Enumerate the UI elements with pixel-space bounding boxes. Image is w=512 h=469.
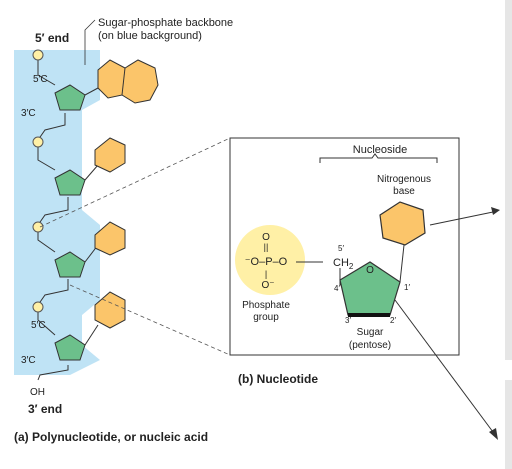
c5-lower-label: 5′C xyxy=(31,320,46,331)
backbone-chain xyxy=(37,60,69,381)
c5-upper-label: 5′C xyxy=(33,74,48,85)
phosphate-circles xyxy=(32,49,44,313)
nitrogenous-label-line2: base xyxy=(393,186,415,197)
oh-label: OH xyxy=(30,387,45,398)
ch2-text: CH xyxy=(333,257,349,269)
c3-lower-label: 3′C xyxy=(21,355,36,366)
zoom-lines xyxy=(39,137,231,356)
base-to-sugar-bond xyxy=(399,244,405,283)
c3-upper-label: 3′C xyxy=(21,108,36,119)
arrowhead-sugar xyxy=(489,428,498,440)
caption-a: (a) Polynucleotide, or nucleic acid xyxy=(14,430,208,444)
right-edge-bar-top xyxy=(505,0,512,360)
sugar-pentagon xyxy=(54,334,86,361)
backbone-leader xyxy=(84,19,96,65)
phosphate-double-bond: || xyxy=(264,242,269,252)
phosphate-circle xyxy=(32,49,44,61)
arrow-sugar xyxy=(394,299,494,433)
c4-prime-label: 4′ xyxy=(334,284,340,293)
c2-prime-label: 2′ xyxy=(390,316,396,325)
phosphate-label-line2: group xyxy=(253,312,279,323)
sugar-pentagon xyxy=(54,84,86,111)
sugar-pentagon xyxy=(54,169,86,196)
c5-prime-label: 5′ xyxy=(338,244,344,253)
sugar-label-line2: (pentose) xyxy=(349,340,391,351)
phosphate-circle xyxy=(32,301,44,313)
phosphate-bottom-bar: | xyxy=(265,269,267,279)
backbone-label-line1: Sugar-phosphate backbone xyxy=(98,17,233,29)
nitrogenous-label-line1: Nitrogenous xyxy=(377,174,431,185)
sugar-label-line1: Sugar xyxy=(357,327,384,338)
nucleoside-brace xyxy=(319,153,438,163)
base-hexagon xyxy=(94,221,126,256)
ch2-label: CH2 xyxy=(333,257,354,271)
sugars xyxy=(54,84,86,361)
right-edge-bar-bottom xyxy=(505,380,512,469)
phosphate-label-line1: Phosphate xyxy=(242,300,290,311)
base-hexagon xyxy=(94,291,126,329)
arrowhead-base xyxy=(491,207,500,215)
phosphate-top-o: O xyxy=(262,232,270,243)
base-hexagon-large xyxy=(379,201,426,246)
backbone-label-line2: (on blue background) xyxy=(98,30,202,42)
sugar-pentagon-large xyxy=(339,261,401,316)
bases xyxy=(94,59,159,329)
phosphate-chain: ⁻O–P–O xyxy=(245,256,288,268)
phosphate-circle xyxy=(32,221,44,233)
ch2-subscript: 2 xyxy=(349,262,354,271)
ring-o-label: O xyxy=(366,265,374,276)
caption-b: (b) Nucleotide xyxy=(238,372,318,386)
c3-prime-label: 3′ xyxy=(345,316,351,325)
base-double-ring xyxy=(97,59,159,104)
arrow-base xyxy=(429,211,494,226)
phosphate-circle xyxy=(32,136,44,148)
nucleoside-label: Nucleoside xyxy=(353,144,407,156)
phosphate-group-circle xyxy=(235,225,305,295)
five-prime-end-label: 5′ end xyxy=(35,31,69,45)
base-hexagon xyxy=(94,137,126,173)
phosphate-bottom-o: O⁻ xyxy=(261,280,274,291)
sugar-pentagon xyxy=(54,251,86,278)
three-prime-end-label: 3′ end xyxy=(28,402,62,416)
c1-prime-label: 1′ xyxy=(404,283,410,292)
